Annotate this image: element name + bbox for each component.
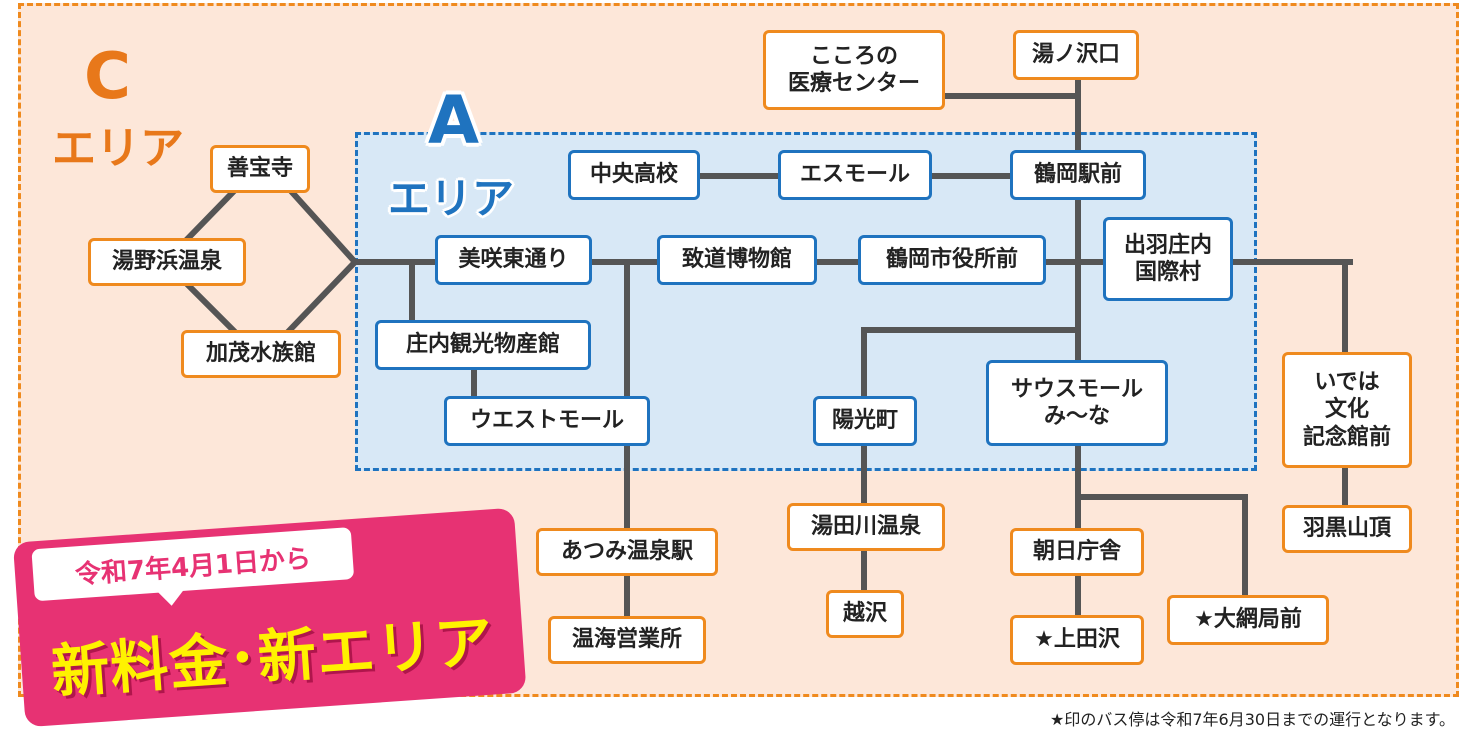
stop-shiyakusho[interactable]: 鶴岡市役所前: [858, 235, 1046, 285]
route-line: [280, 257, 360, 340]
c-area-letter: C: [84, 40, 131, 114]
stop-misaki-higashi[interactable]: 美咲東通り: [435, 235, 592, 285]
a-area-letter: A: [428, 82, 480, 159]
stop-haguro-sancho[interactable]: 羽黒山頂: [1282, 505, 1412, 553]
stop-kamitazawa[interactable]: ★上田沢: [1010, 615, 1144, 665]
stop-oami[interactable]: ★大網局前: [1167, 595, 1329, 645]
route-line: [285, 185, 360, 267]
a-area-label: エリア: [388, 174, 515, 223]
stop-chido-museum[interactable]: 致道博物館: [657, 235, 817, 285]
stop-yutagawa[interactable]: 湯田川温泉: [787, 503, 945, 551]
stop-koshizawa[interactable]: 越沢: [826, 590, 904, 638]
stop-atsumi-onsen-eki[interactable]: あつみ温泉駅: [536, 528, 718, 576]
stop-south-mall[interactable]: サウスモール み〜な: [986, 360, 1168, 446]
stop-yunohama[interactable]: 湯野浜温泉: [88, 238, 246, 286]
c-area-label: エリア: [52, 123, 184, 174]
stop-chuo-koko[interactable]: 中央高校: [568, 150, 700, 200]
stop-dewa-shonai[interactable]: 出羽庄内 国際村: [1103, 217, 1233, 301]
announcement-banner: 令和7年4月1日から 新料金･新エリア: [11, 488, 527, 728]
stop-onkai[interactable]: 温海営業所: [548, 616, 706, 664]
stop-zenpoji[interactable]: 善宝寺: [210, 145, 310, 193]
stop-ideha[interactable]: いでは 文化 記念館前: [1282, 352, 1412, 468]
stop-kamo[interactable]: 加茂水族館: [181, 330, 341, 378]
stop-tsuruoka-eki[interactable]: 鶴岡駅前: [1010, 150, 1146, 200]
stop-esumall[interactable]: エスモール: [778, 150, 932, 200]
stop-yokocho[interactable]: 陽光町: [813, 396, 917, 446]
footnote: ★印のバス停は令和7年6月30日までの運行となります。: [1050, 710, 1455, 729]
stop-yunosawaguchi[interactable]: 湯ノ沢口: [1013, 30, 1139, 80]
stop-kokoro[interactable]: こころの 医療センター: [763, 30, 945, 110]
stop-west-mall[interactable]: ウエストモール: [444, 396, 650, 446]
stop-shonai-kanko[interactable]: 庄内観光物産館: [375, 320, 591, 370]
stop-asahi-chosha[interactable]: 朝日庁舎: [1010, 528, 1144, 576]
banner-date-pointer: [156, 588, 186, 607]
